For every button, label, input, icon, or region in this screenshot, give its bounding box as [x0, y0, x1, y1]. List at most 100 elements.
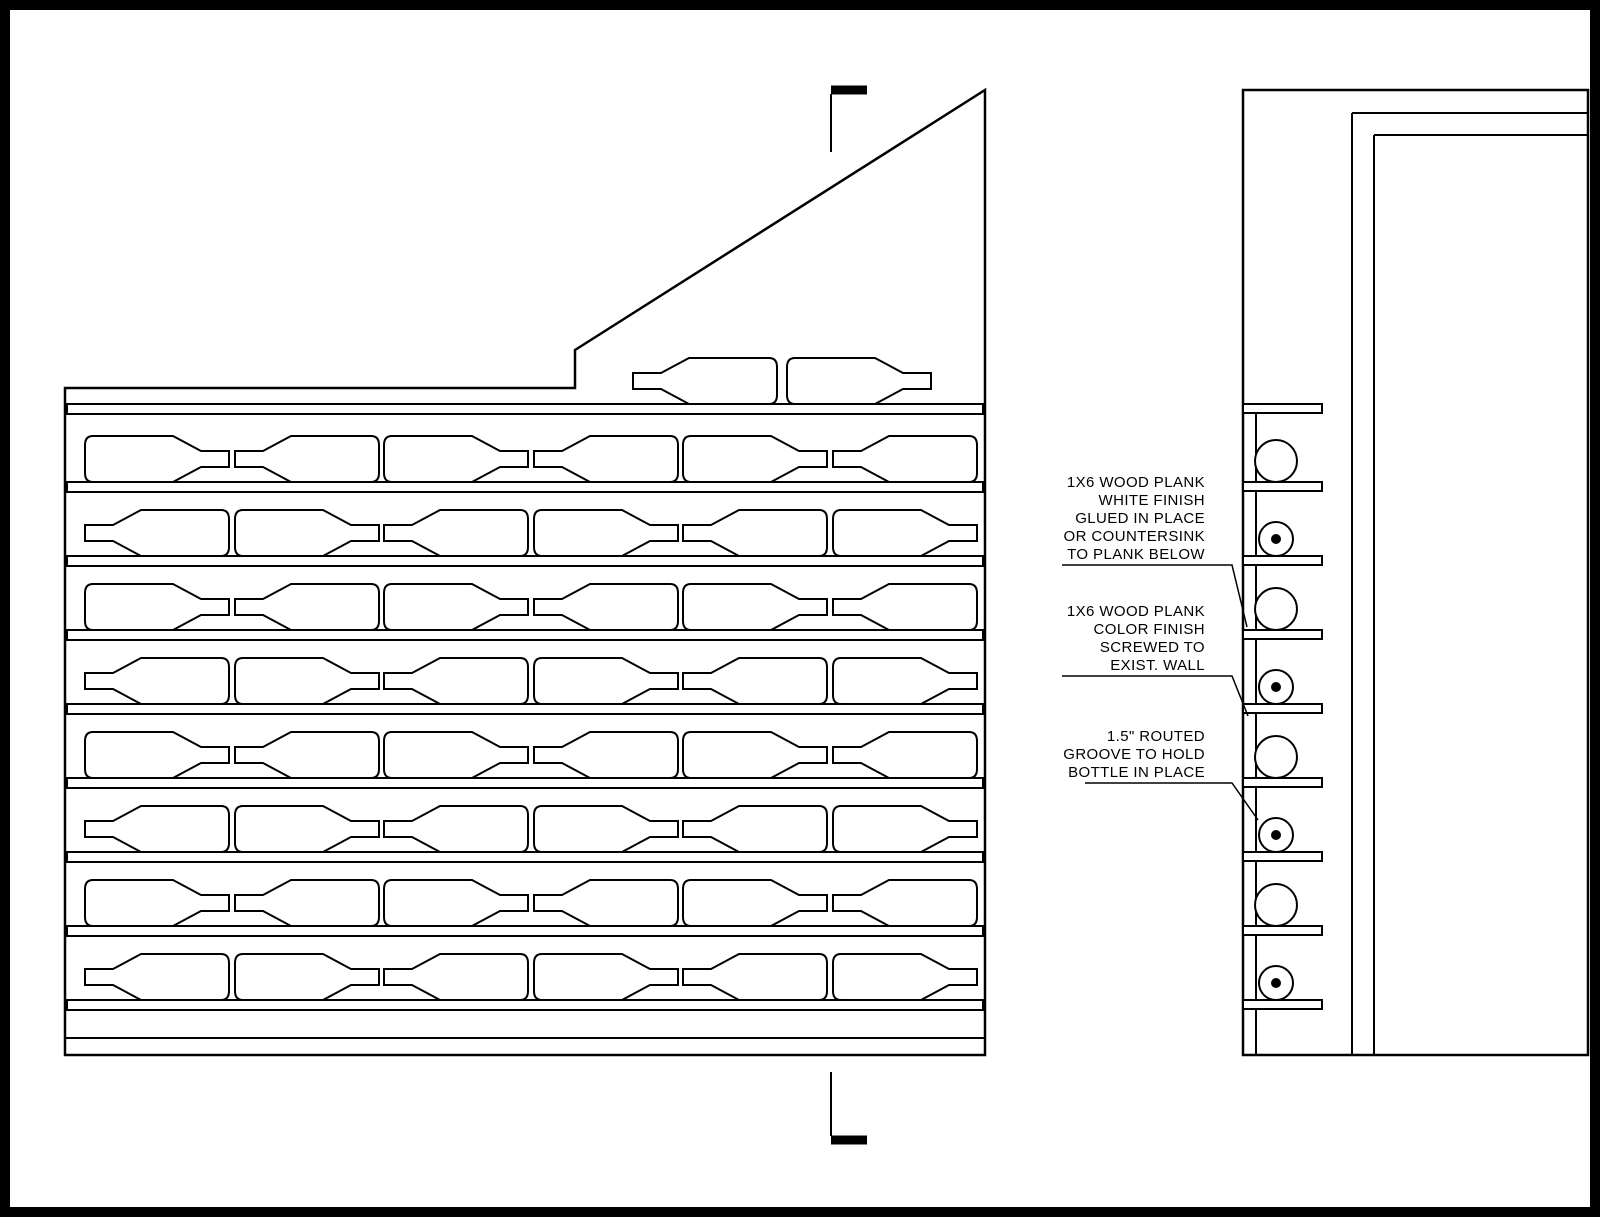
note-line: GROOVE TO HOLD — [1063, 746, 1205, 763]
note-line: 1.5" ROUTED — [1107, 728, 1205, 745]
section-marker-top — [830, 85, 867, 152]
bottle — [832, 509, 978, 557]
wall-finish-line — [1373, 134, 1588, 1055]
note-line: EXIST. WALL — [1110, 657, 1205, 674]
note-line: 1X6 WOOD PLANK — [1067, 603, 1205, 620]
section-bottles — [1254, 439, 1298, 1001]
bottle — [383, 657, 529, 705]
shelf-section — [1242, 403, 1323, 414]
annotation-color-plank: 1X6 WOOD PLANK COLOR FINISH SCREWED TO E… — [1062, 603, 1249, 717]
bottle — [383, 435, 529, 483]
note-line: 1X6 WOOD PLANK — [1067, 474, 1205, 491]
bottle — [84, 879, 230, 927]
bottle — [533, 509, 679, 557]
shelf-section — [1242, 629, 1323, 640]
bottle — [383, 879, 529, 927]
bottle — [84, 731, 230, 779]
note-line: BOTTLE IN PLACE — [1068, 764, 1205, 781]
bottle — [383, 953, 529, 1001]
bottle-neck-circle — [1258, 817, 1294, 853]
annotations: 1X6 WOOD PLANK WHITE FINISH GLUED IN PLA… — [1062, 474, 1259, 821]
shelf-section — [1242, 777, 1323, 788]
bottle — [832, 879, 978, 927]
bottle — [234, 435, 380, 483]
bottle — [383, 805, 529, 853]
bottle — [533, 805, 679, 853]
shelf — [66, 629, 984, 641]
front-elevation — [63, 85, 987, 1145]
bottle — [682, 435, 828, 483]
annotation-white-plank: 1X6 WOOD PLANK WHITE FINISH GLUED IN PLA… — [1062, 474, 1248, 628]
bottle — [234, 583, 380, 631]
wall-finish-line — [1351, 112, 1588, 1055]
bottle — [84, 583, 230, 631]
shelf — [66, 999, 984, 1011]
bottle — [832, 435, 978, 483]
bottle — [84, 953, 230, 1001]
shelf-section — [1242, 851, 1323, 862]
bottle-neck-circle — [1258, 669, 1294, 705]
bottle-end-circle — [1254, 883, 1298, 927]
note-line: SCREWED TO — [1100, 639, 1205, 656]
bottle — [632, 357, 778, 405]
shelf-section — [1242, 925, 1323, 936]
bottle-neck-circle — [1258, 965, 1294, 1001]
bottle — [832, 583, 978, 631]
bottle — [383, 731, 529, 779]
bottle-end-circle — [1254, 735, 1298, 779]
bottle — [832, 657, 978, 705]
shelf-section — [1242, 481, 1323, 492]
bottle — [234, 509, 380, 557]
note-line: GLUED IN PLACE — [1075, 510, 1205, 527]
bottle-end-circle — [1254, 587, 1298, 631]
bottle-end-circle — [1254, 439, 1298, 483]
bottle — [84, 657, 230, 705]
bottle — [234, 879, 380, 927]
section-marker-bottom — [830, 1072, 867, 1145]
bottle — [682, 805, 828, 853]
note-line: COLOR FINISH — [1094, 621, 1205, 638]
shelf — [66, 703, 984, 715]
leader-line — [1062, 564, 1248, 628]
shelf-section — [1242, 999, 1323, 1010]
shelf — [66, 555, 984, 567]
bottle-neck-circle — [1258, 521, 1294, 557]
bottle — [234, 805, 380, 853]
bottle — [832, 731, 978, 779]
leader-line — [1062, 675, 1249, 717]
bottle — [383, 583, 529, 631]
shelves — [66, 403, 984, 1011]
bottle — [84, 805, 230, 853]
bottle — [682, 583, 828, 631]
wall-outline — [1241, 88, 1590, 1057]
annotation-routed-groove: 1.5" ROUTED GROOVE TO HOLD BOTTLE IN PLA… — [1063, 728, 1259, 821]
bottle — [84, 435, 230, 483]
side-section-view — [1241, 88, 1590, 1057]
bottle — [533, 953, 679, 1001]
shelf-section — [1242, 703, 1323, 714]
bottle — [533, 731, 679, 779]
bottle — [786, 357, 932, 405]
bottle — [682, 657, 828, 705]
bottle — [234, 731, 380, 779]
bottle — [832, 805, 978, 853]
bottles — [84, 357, 978, 1001]
bottle — [533, 583, 679, 631]
leader-line — [1085, 782, 1259, 821]
bottle — [533, 435, 679, 483]
note-line: TO PLANK BELOW — [1067, 546, 1205, 563]
note-line: OR COUNTERSINK — [1064, 528, 1205, 545]
bottle — [533, 657, 679, 705]
bottle — [682, 879, 828, 927]
bottle — [682, 953, 828, 1001]
shelf — [66, 851, 984, 863]
shelf — [66, 481, 984, 493]
bottle — [383, 509, 529, 557]
bottle — [832, 953, 978, 1001]
bottle — [682, 509, 828, 557]
shelf — [66, 403, 984, 415]
bottle — [682, 731, 828, 779]
